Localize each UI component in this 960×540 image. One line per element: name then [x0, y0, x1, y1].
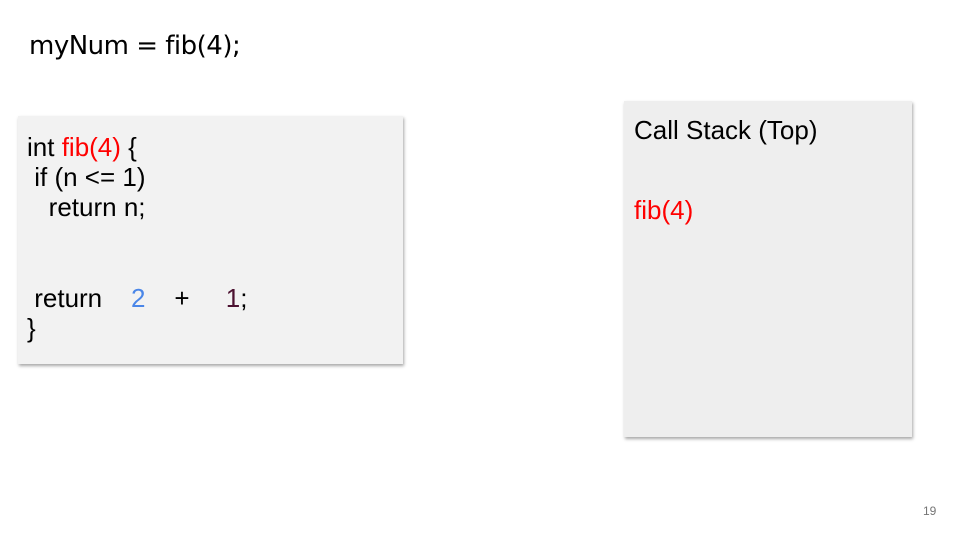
- call-stack-panel: Call Stack (Top) fib(4): [624, 101, 912, 437]
- code-call-highlight: fib(4): [61, 132, 121, 162]
- code-line-signature: int fib(4) {: [27, 132, 137, 162]
- page-number: 19: [923, 504, 937, 518]
- code-keyword-int: int: [27, 132, 62, 162]
- code-line-return-sum: return 2 + 1;: [27, 283, 247, 313]
- code-open-brace: {: [120, 132, 137, 162]
- call-stack-frame: fib(4): [634, 195, 694, 225]
- call-stack-title: Call Stack (Top): [634, 115, 818, 145]
- code-semicolon: ;: [240, 283, 248, 313]
- code-return-keyword: return: [27, 283, 132, 313]
- code-panel: int fib(4) { if (n <= 1) return n; retur…: [18, 116, 403, 364]
- code-plus-operator: +: [145, 283, 226, 313]
- code-line-return-n: return n;: [27, 192, 146, 222]
- call-statement: myNum = fib(4);: [29, 31, 241, 61]
- code-line-if: if (n <= 1): [27, 162, 146, 192]
- code-left-value: 2: [131, 283, 146, 313]
- code-line-close-brace: }: [27, 313, 36, 343]
- code-right-value: 1: [225, 283, 241, 313]
